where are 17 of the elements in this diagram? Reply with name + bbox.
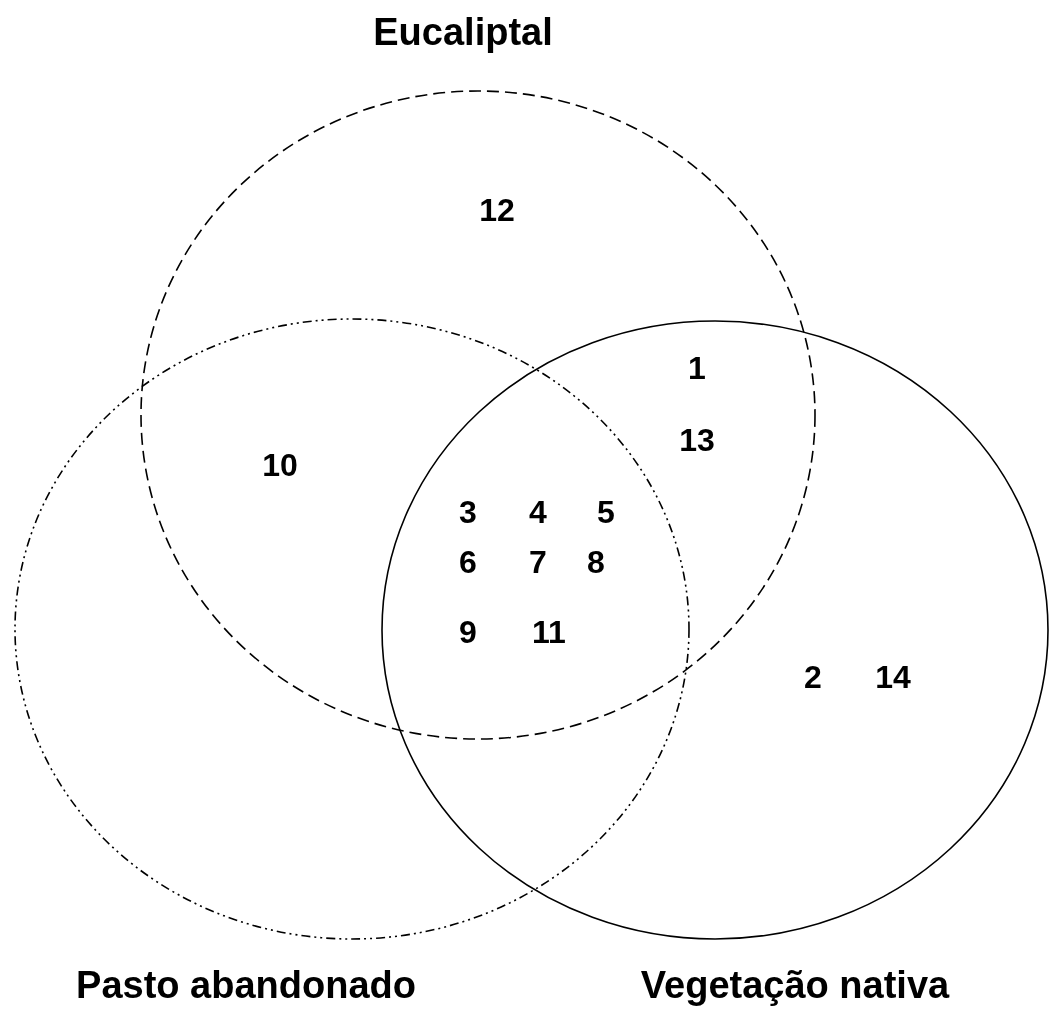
region-number: 2: [804, 661, 822, 693]
region-number: 3: [459, 496, 477, 528]
region-number: 10: [262, 449, 298, 481]
region-number: 5: [597, 496, 615, 528]
region-number: 14: [875, 661, 911, 693]
region-number: 13: [679, 424, 715, 456]
region-number: 6: [459, 546, 477, 578]
region-number: 8: [587, 546, 605, 578]
region-number: 4: [529, 496, 547, 528]
region-number: 11: [532, 616, 566, 648]
region-number: 9: [459, 616, 477, 648]
region-number: 7: [529, 546, 547, 578]
region-number: 1: [688, 352, 706, 384]
set-label: Eucaliptal: [373, 13, 553, 51]
region-number: 12: [479, 194, 515, 226]
set-label: Vegetação nativa: [640, 966, 950, 1004]
set-label: Pasto abandonado: [76, 966, 416, 1004]
